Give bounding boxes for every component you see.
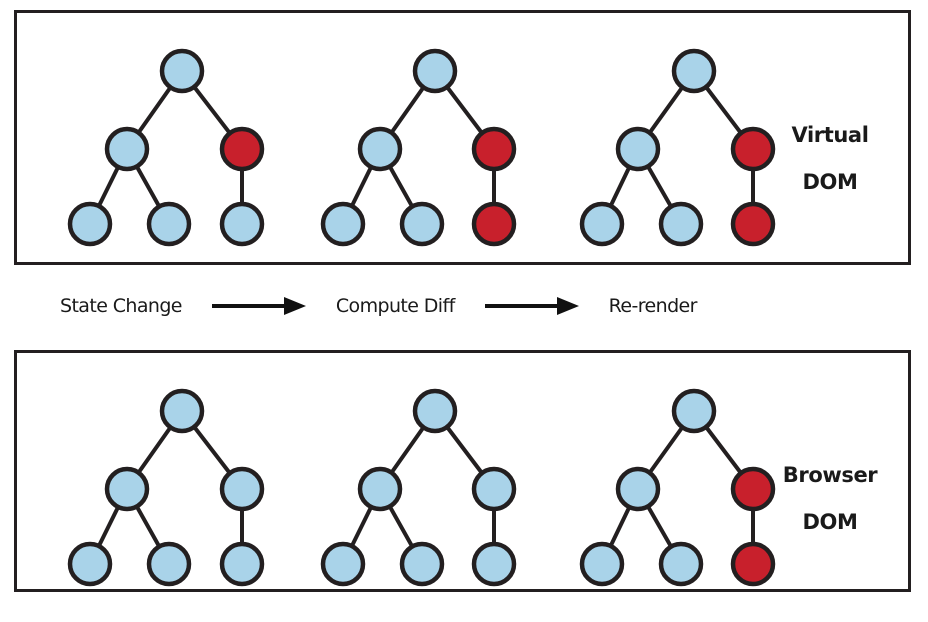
arrow-head [556,297,579,315]
tree-node-red [471,126,517,172]
tree-node-blue [357,126,403,172]
tree-node-blue [615,466,661,512]
tree-node-blue [615,126,661,172]
tree-node-red [471,201,517,247]
tree-node-blue [357,466,403,512]
tree-node-blue [320,201,366,247]
arrow-shaft [211,304,286,308]
virtual-dom-tree-2 [320,48,517,247]
virtual-dom-tree-1 [67,48,265,247]
tree-node-blue [104,126,150,172]
tree-node-blue [104,466,150,512]
browser-dom-trees [67,388,776,587]
browser-dom-label: Browser DOM [770,440,890,558]
tree-node-blue [399,201,445,247]
tree-node-blue [412,48,458,94]
tree-node-blue [67,541,113,587]
tree-node-red [219,126,265,172]
tree-node-blue [471,541,517,587]
browser-dom-tree-3 [579,388,776,587]
virtual-dom-label-line2: DOM [802,169,858,194]
arrow-right-icon-2 [484,297,579,315]
tree-node-blue [671,48,717,94]
tree-node-blue [320,541,366,587]
arrow-head [283,297,306,315]
browser-dom-panel [14,350,911,592]
tree-node-blue [219,201,265,247]
tree-node-red [730,466,776,512]
tree-node-blue [146,541,192,587]
tree-node-blue [159,388,205,434]
tree-node-blue [146,201,192,247]
flow-step-state-change: State Change [60,295,182,317]
browser-dom-tree-1 [67,388,265,587]
tree-node-blue [579,541,625,587]
tree-node-blue [219,466,265,512]
tree-node-blue [471,466,517,512]
tree-node-blue [671,388,717,434]
flow-step-compute-diff: Compute Diff [335,295,455,317]
tree-node-blue [219,541,265,587]
virtual-dom-panel [14,10,911,265]
virtual-dom-label: Virtual DOM [770,100,890,218]
tree-node-blue [399,541,445,587]
browser-dom-tree-2 [320,388,517,587]
arrow-right-icon-1 [211,297,306,315]
arrow-shaft [484,304,559,308]
virtual-dom-tree-3 [579,48,776,247]
tree-node-blue [658,201,704,247]
tree-node-red [730,126,776,172]
tree-node-blue [67,201,113,247]
virtual-dom-label-line1: Virtual [791,122,869,147]
virtual-dom-trees [67,48,776,247]
tree-node-blue [579,201,625,247]
flow-strip: State Change Compute Diff Re-render [14,280,911,332]
tree-node-blue [412,388,458,434]
tree-node-blue [658,541,704,587]
tree-node-red [730,541,776,587]
browser-dom-label-line2: DOM [802,509,858,534]
browser-dom-label-line1: Browser [782,462,878,487]
tree-node-red [730,201,776,247]
flow-step-re-render: Re-render [608,295,698,317]
tree-node-blue [159,48,205,94]
